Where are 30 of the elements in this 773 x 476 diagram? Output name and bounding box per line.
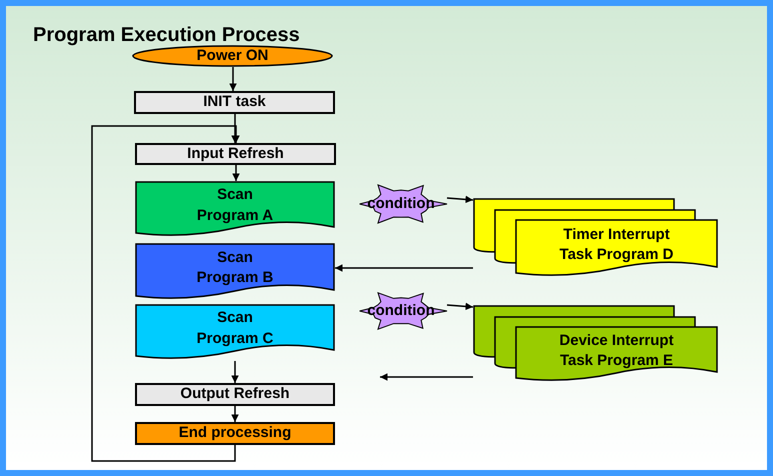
node-label: Input Refresh bbox=[187, 144, 284, 164]
node-label: End processing bbox=[178, 423, 292, 444]
process-box bbox=[135, 422, 335, 445]
process-box bbox=[135, 383, 335, 406]
node-label: Power ON bbox=[196, 46, 268, 66]
terminal-ellipse bbox=[132, 45, 333, 67]
node-label: Timer Interrupt Task Program D bbox=[558, 224, 674, 265]
node-label: Scan Program B bbox=[196, 248, 274, 288]
node-label: Output Refresh bbox=[180, 384, 290, 404]
process-box bbox=[135, 143, 336, 165]
arrow bbox=[229, 67, 237, 91]
arrow bbox=[232, 165, 240, 181]
stacked-documents bbox=[473, 198, 717, 278]
arrow bbox=[231, 406, 239, 422]
node-label: condition bbox=[367, 194, 435, 214]
arrow bbox=[231, 361, 239, 383]
node-label: Scan Program C bbox=[196, 308, 274, 348]
arrow bbox=[380, 373, 473, 381]
arrow bbox=[446, 196, 474, 204]
node-label: Device Interrupt Task Program E bbox=[558, 330, 675, 371]
node-label: condition bbox=[367, 300, 435, 321]
stacked-documents bbox=[473, 305, 717, 383]
arrow bbox=[446, 302, 474, 310]
arrow bbox=[335, 264, 473, 272]
arrow bbox=[231, 114, 239, 143]
diagram-title: Program Execution Process bbox=[33, 24, 300, 47]
process-box bbox=[134, 91, 335, 114]
node-label: Scan Program A bbox=[196, 185, 274, 226]
arrow bbox=[91, 125, 240, 462]
node-label: INIT task bbox=[203, 92, 266, 112]
